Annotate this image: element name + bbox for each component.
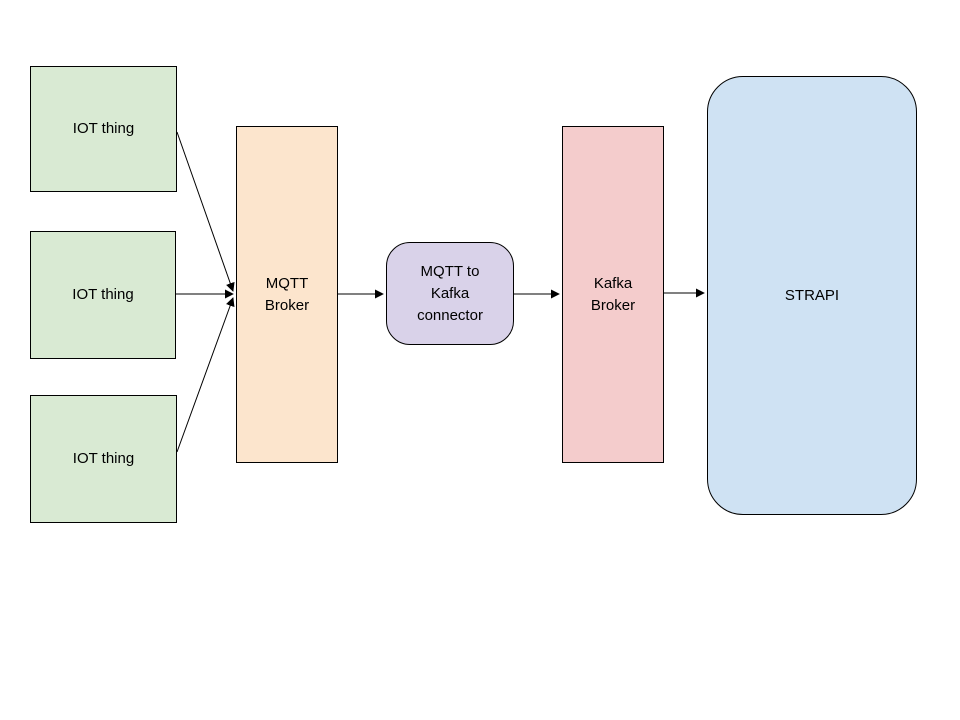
node-iot-thing-3: IOT thing [30, 395, 177, 523]
node-strapi: STRAPI [707, 76, 917, 515]
edge-iot-thing-1-to-mqtt-broker [176, 131, 235, 292]
node-mqtt-broker: MQTT Broker [236, 126, 338, 463]
node-iot-thing-1: IOT thing [30, 66, 177, 192]
node-strapi-label: STRAPI [784, 286, 840, 304]
node-mqtt-broker-label: MQTT Broker [264, 274, 310, 314]
node-iot-thing-3-label: IOT thing [72, 450, 135, 467]
node-mqtt-kafka-connector: MQTT to Kafka connector [386, 242, 514, 345]
node-iot-thing-2: IOT thing [30, 231, 176, 359]
node-kafka-broker-label: Kafka Broker [590, 274, 636, 314]
node-iot-thing-2-label: IOT thing [72, 286, 134, 303]
node-iot-thing-1-label: IOT thing [72, 120, 135, 137]
edge-iot-thing-3-to-mqtt-broker [176, 297, 235, 453]
node-mqtt-kafka-connector-label: MQTT to Kafka connector [417, 262, 483, 324]
node-kafka-broker: Kafka Broker [562, 126, 664, 463]
